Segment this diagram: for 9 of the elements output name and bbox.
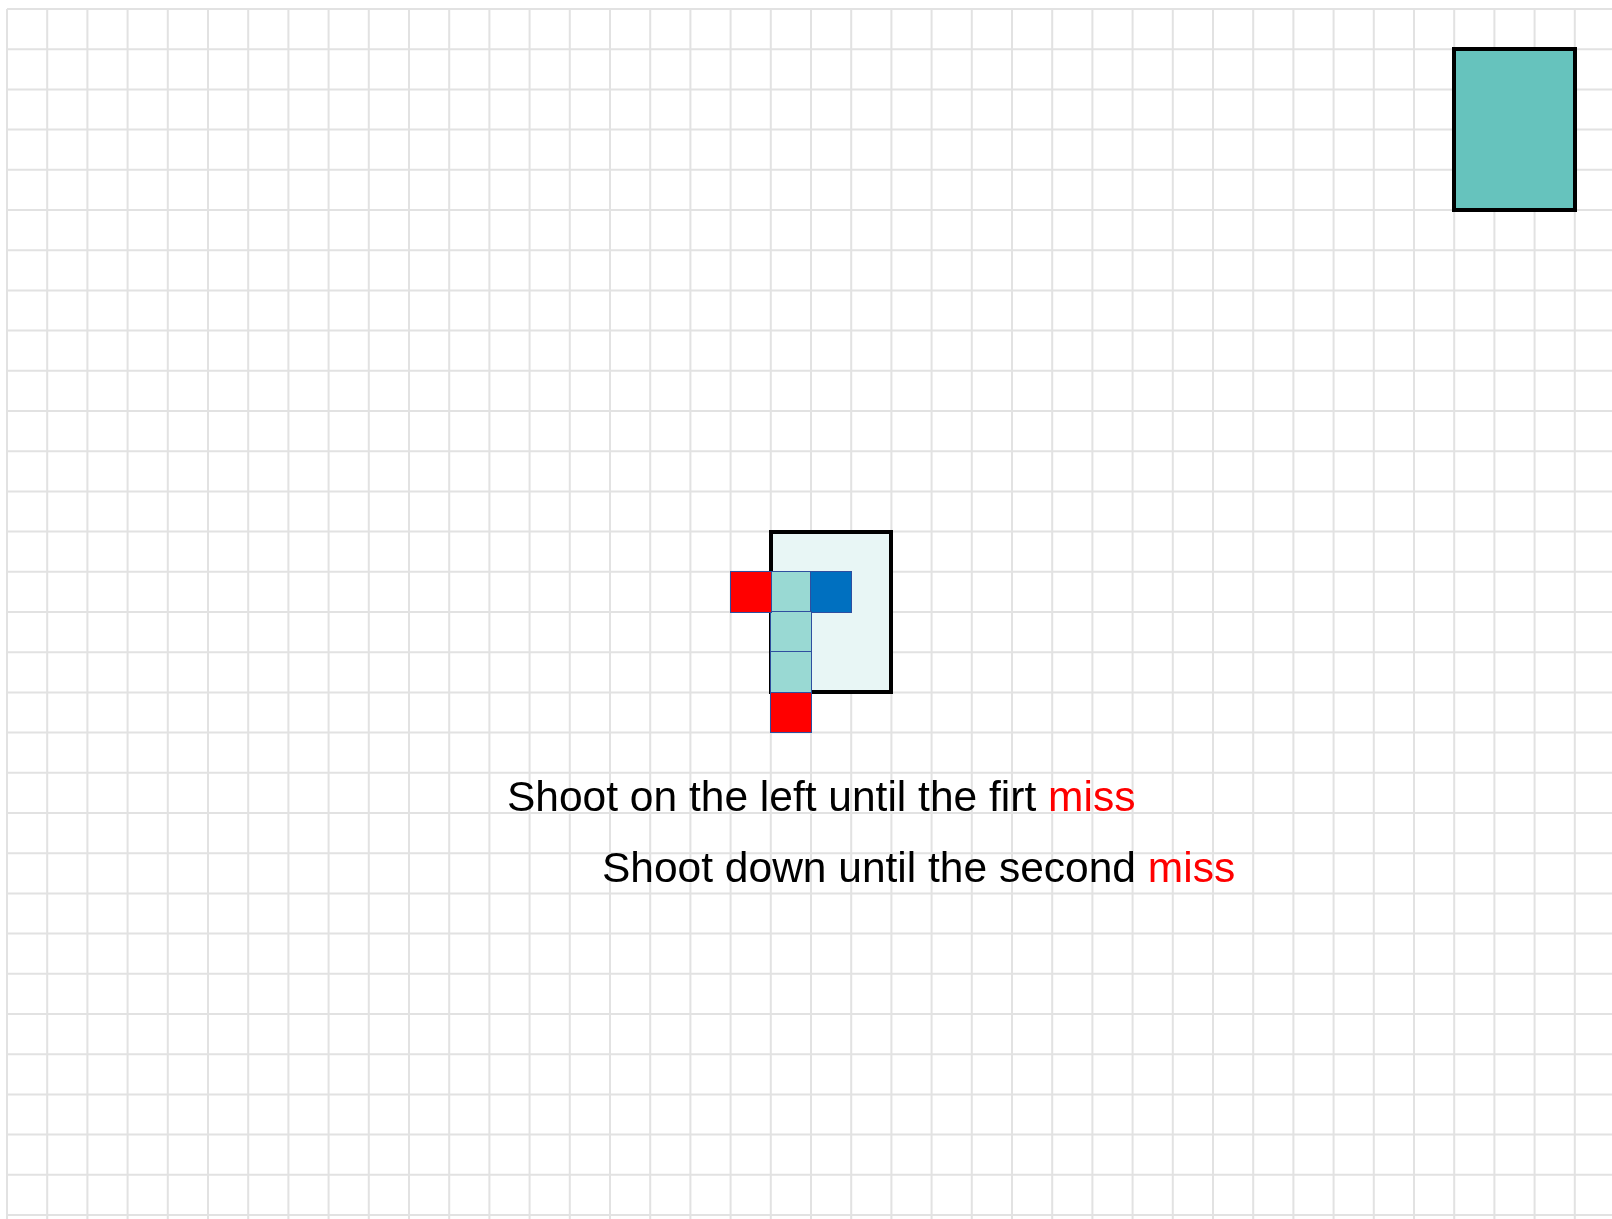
hit-cell (770, 611, 812, 653)
instruction-text: Shoot down until the second miss (602, 845, 1236, 892)
ship-block (1452, 47, 1577, 212)
hit-cell (770, 651, 812, 694)
ship-outline (768, 529, 894, 695)
miss-cell (729, 571, 772, 613)
miss-cell (770, 691, 812, 734)
shot-cell (810, 571, 852, 613)
instruction-text: Shoot on the left until the firt miss (507, 774, 1136, 821)
